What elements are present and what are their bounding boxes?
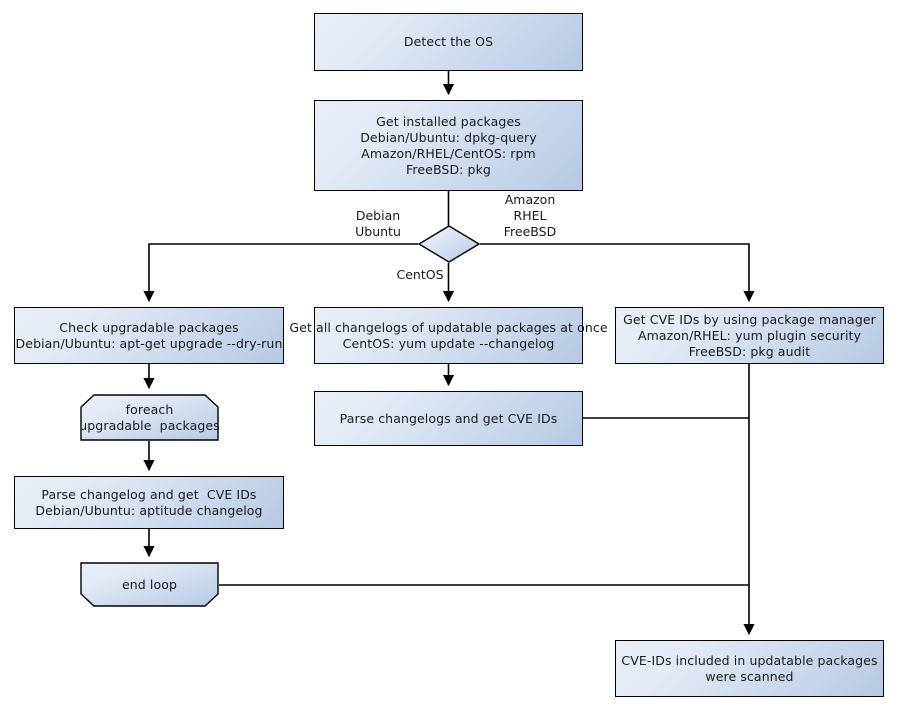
node-end-loop-label: end loop xyxy=(121,576,178,592)
node-scanned-result-label: CVE-IDs included in updatable packages w… xyxy=(621,652,878,684)
loop-start-shape-icon xyxy=(80,394,219,441)
node-get-cve-ids-package-manager[interactable]: Get CVE IDs by using package manager Ama… xyxy=(615,307,884,364)
node-get-installed-packages-label: Get installed packages Debian/Ubuntu: dp… xyxy=(360,113,537,177)
node-parse-changelogs-get-cve-ids[interactable]: Parse changelogs and get CVE IDs xyxy=(314,391,583,446)
node-detect-os[interactable]: Detect the OS xyxy=(314,13,583,71)
decision-diamond-icon xyxy=(418,225,480,263)
node-get-all-changelogs[interactable]: Get all changelogs of updatable packages… xyxy=(289,307,608,364)
loop-end-shape-icon xyxy=(80,562,219,607)
node-get-all-changelogs-label: Get all changelogs of updatable packages… xyxy=(289,319,608,351)
node-get-installed-packages[interactable]: Get installed packages Debian/Ubuntu: dp… xyxy=(314,100,583,191)
edge-decision-left xyxy=(143,243,418,303)
node-parse-changelogs-get-cve-ids-label: Parse changelogs and get CVE IDs xyxy=(339,410,558,426)
node-scanned-result[interactable]: CVE-IDs included in updatable packages w… xyxy=(615,640,884,697)
node-foreach-upgradable-packages-label: foreach upgradable packages xyxy=(79,401,220,433)
node-check-upgradable-packages[interactable]: Check upgradable packages Debian/Ubuntu:… xyxy=(14,307,284,364)
edge-label-amazon-rhel-freebsd: Amazon RHEL FreeBSD xyxy=(503,192,557,239)
node-parse-changelog-get-cve-ids-label: Parse changelog and get CVE IDs Debian/U… xyxy=(35,486,263,518)
node-detect-os-label: Detect the OS xyxy=(403,34,494,49)
edge-decision-right xyxy=(480,243,755,303)
edge-label-debian-ubuntu: Debian Ubuntu xyxy=(355,208,401,239)
node-parse-changelog-get-cve-ids[interactable]: Parse changelog and get CVE IDs Debian/U… xyxy=(14,476,284,529)
edge-label-centos: CentOS xyxy=(396,267,444,282)
node-foreach-upgradable-packages[interactable]: foreach upgradable packages xyxy=(79,394,220,441)
node-get-cve-ids-package-manager-label: Get CVE IDs by using package manager Ama… xyxy=(623,311,876,359)
node-check-upgradable-packages-label: Check upgradable packages Debian/Ubuntu:… xyxy=(15,319,283,351)
node-os-decision[interactable] xyxy=(418,225,480,263)
node-end-loop[interactable]: end loop xyxy=(80,562,219,607)
